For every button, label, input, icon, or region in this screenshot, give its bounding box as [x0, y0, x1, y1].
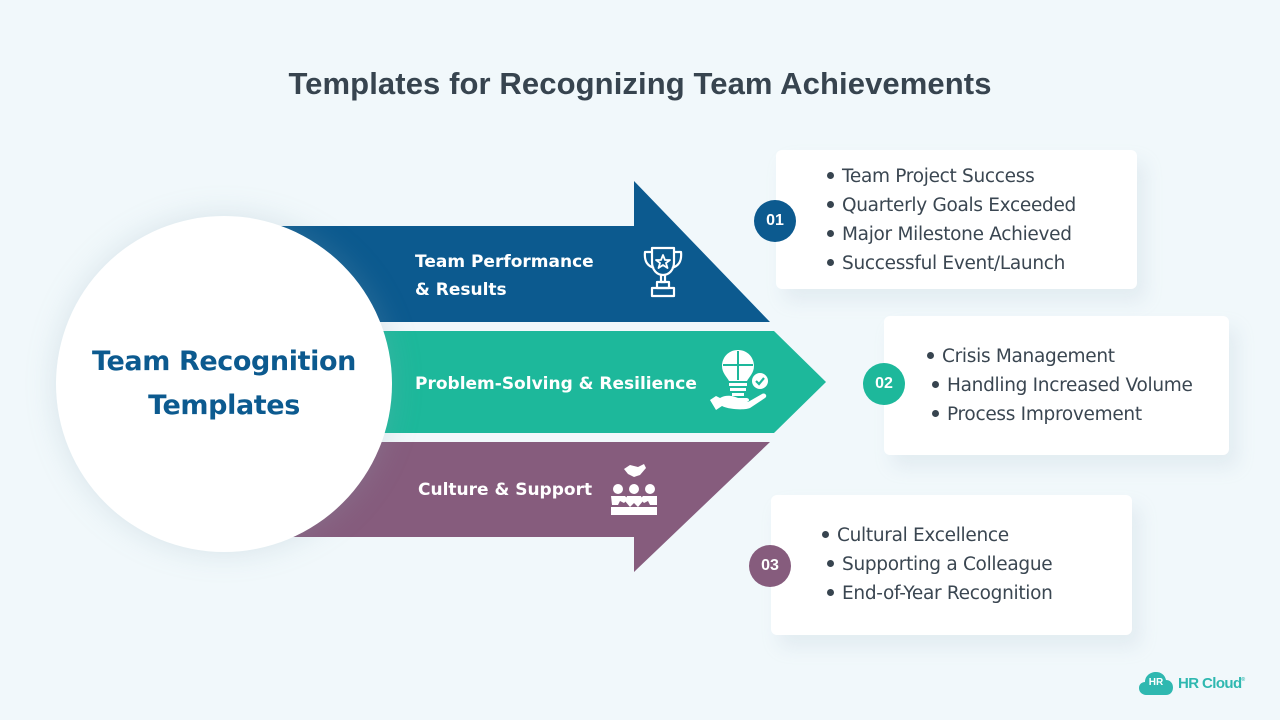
list-item-text: Successful Event/Launch: [842, 253, 1066, 274]
page-title: Templates for Recognizing Team Achieveme…: [288, 66, 992, 101]
bullet-icon: [827, 258, 834, 266]
band-3-label-line1: Culture & Support: [418, 480, 593, 500]
bullet-icon: [827, 229, 834, 237]
list-item: Major Milestone Achieved: [827, 220, 1076, 249]
card-02: Crisis Management Handling Increased Vol…: [884, 316, 1229, 455]
band-1-label-line2: & Results: [415, 280, 507, 300]
bullet-icon: [932, 380, 939, 388]
card-01-list: Team Project Success Quarterly Goals Exc…: [827, 162, 1076, 278]
list-item: Cultural Excellence: [822, 521, 1053, 550]
bullet-icon: [822, 530, 829, 538]
trophy-icon: [643, 246, 683, 298]
list-item-text: Supporting a Colleague: [842, 554, 1053, 575]
list-item: End-of-Year Recognition: [822, 579, 1053, 608]
band-1-label-line1: Team Performance: [415, 252, 594, 272]
band-1-label: Team Performance & Results: [415, 248, 594, 304]
card-02-list: Crisis Management Handling Increased Vol…: [927, 342, 1193, 429]
cloud-icon: HR: [1139, 671, 1173, 695]
list-item: Handling Increased Volume: [927, 371, 1193, 400]
list-item: Supporting a Colleague: [822, 550, 1053, 579]
logo-text: HR Cloud®: [1178, 675, 1245, 692]
logo-mark: HR: [1148, 677, 1164, 688]
list-item: Quarterly Goals Exceeded: [827, 191, 1076, 220]
band-2-label-line1: Problem-Solving & Resilience: [415, 374, 697, 394]
list-item-text: Process Improvement: [947, 404, 1142, 425]
hub-title: Team Recognition Templates: [92, 340, 356, 428]
list-item-text: Major Milestone Achieved: [842, 224, 1072, 245]
lightbulb-puzzle-hand-icon: [710, 350, 768, 410]
bullet-icon: [932, 409, 939, 417]
list-item: Crisis Management: [927, 342, 1193, 371]
list-item: Process Improvement: [927, 400, 1193, 429]
badge-01: 01: [754, 200, 796, 242]
list-item-text: End-of-Year Recognition: [842, 583, 1053, 604]
list-item-text: Handling Increased Volume: [947, 375, 1193, 396]
list-item-text: Team Project Success: [842, 166, 1035, 187]
card-03-list: Cultural Excellence Supporting a Colleag…: [822, 521, 1053, 608]
bullet-icon: [927, 351, 934, 359]
list-item-text: Crisis Management: [942, 346, 1115, 367]
bullet-icon: [827, 200, 834, 208]
band-2-arrow: [270, 331, 826, 433]
list-item: Team Project Success: [827, 162, 1076, 191]
hub-circle: Team Recognition Templates: [56, 216, 392, 552]
card-03: Cultural Excellence Supporting a Colleag…: [771, 495, 1132, 635]
team-handshake-icon: [611, 464, 657, 515]
bullet-icon: [827, 559, 834, 567]
hub-title-line2: Templates: [148, 390, 300, 421]
bullet-icon: [827, 588, 834, 596]
bullet-icon: [827, 171, 834, 179]
list-item: Successful Event/Launch: [827, 249, 1076, 278]
list-item-text: Quarterly Goals Exceeded: [842, 195, 1077, 216]
band-3-label: Culture & Support: [418, 476, 592, 504]
card-01: Team Project Success Quarterly Goals Exc…: [776, 150, 1137, 289]
band-2-label: Problem-Solving & Resilience: [415, 370, 697, 398]
band-3-arrow: [270, 442, 770, 572]
trademark-symbol: ®: [1241, 676, 1246, 683]
badge-02: 02: [863, 363, 905, 405]
hr-cloud-logo: HR HR Cloud®: [1139, 671, 1245, 695]
hub-title-line1: Team Recognition: [92, 346, 356, 377]
band-1-arrow: [270, 181, 770, 322]
list-item-text: Cultural Excellence: [837, 525, 1009, 546]
logo-wordmark: HR Cloud: [1178, 674, 1242, 692]
badge-03: 03: [749, 545, 791, 587]
